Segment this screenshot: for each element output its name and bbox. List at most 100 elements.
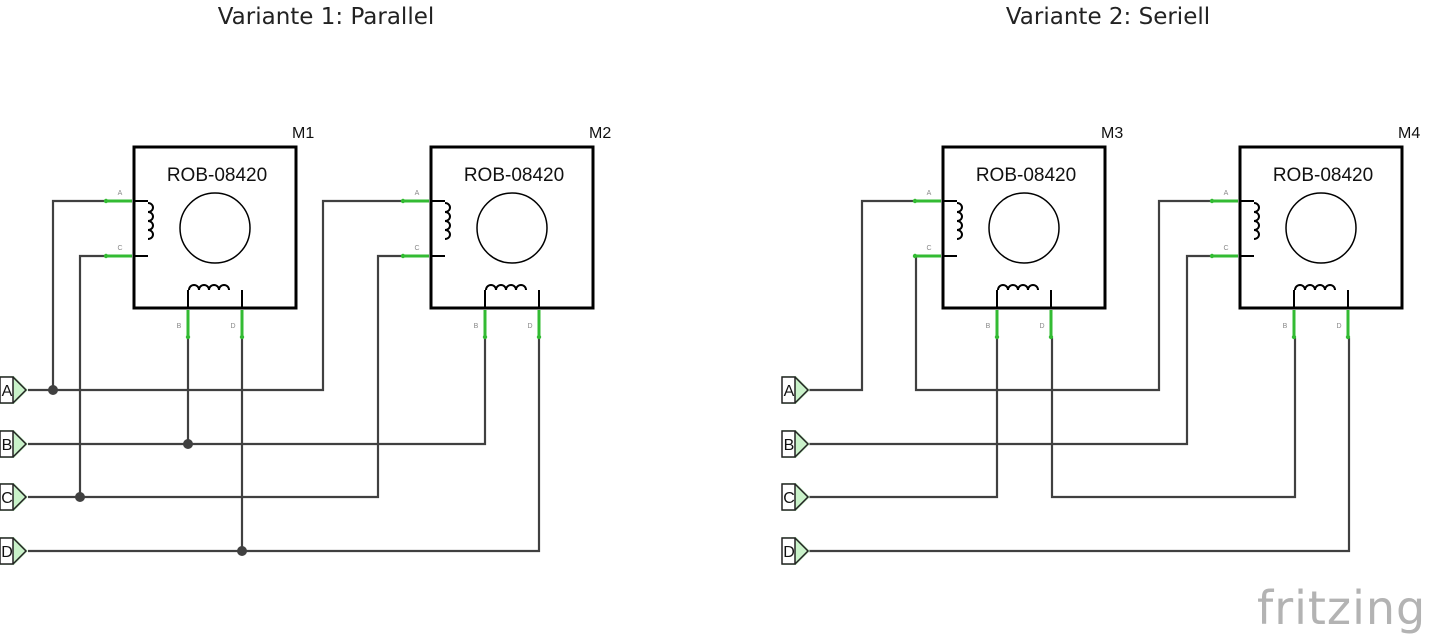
port-label: D <box>783 544 795 561</box>
pin-c[interactable]: C <box>103 245 132 259</box>
wires-serial <box>808 199 1351 553</box>
port-arrow <box>794 537 810 565</box>
motor-ref: M2 <box>589 125 611 142</box>
rotor-icon <box>988 192 1060 264</box>
pin-end <box>912 198 918 204</box>
port-left-2[interactable]: C <box>0 483 28 511</box>
pin-d[interactable]: D <box>230 310 245 340</box>
pin-end <box>400 198 406 204</box>
title-serial: Variante 2: Seriell <box>1006 4 1210 30</box>
pin-label-c: C <box>117 245 122 252</box>
pin-b[interactable]: B <box>474 310 488 340</box>
pin-label-a: A <box>927 190 932 197</box>
port-label: B <box>784 437 795 454</box>
port-right-2[interactable]: C <box>781 483 810 511</box>
port-arrow <box>12 376 28 404</box>
port-left-1[interactable]: B <box>0 430 28 458</box>
pin-label-b: B <box>986 323 991 330</box>
pin-c[interactable]: C <box>400 245 429 259</box>
pin-b[interactable]: B <box>986 310 1000 340</box>
coil-bd-icon <box>996 284 1052 308</box>
pin-label-c: C <box>1223 245 1228 252</box>
fritzing-logo: fritzing <box>1257 581 1426 635</box>
port-arrow <box>794 376 810 404</box>
pin-b[interactable]: B <box>177 310 191 340</box>
port-arrow <box>12 430 28 458</box>
pin-end <box>482 334 488 340</box>
pin-label-b: B <box>1283 323 1288 330</box>
port-label: D <box>1 544 13 561</box>
pin-a[interactable]: A <box>400 190 429 204</box>
port-arrow <box>794 430 810 458</box>
title-parallel: Variante 1: Parallel <box>218 4 435 30</box>
motor-ref: M4 <box>1398 125 1420 142</box>
pin-a[interactable]: A <box>1209 190 1238 204</box>
pin-label-d: D <box>527 323 532 330</box>
rotor-icon <box>179 192 251 264</box>
ports: A B C D A B C D <box>0 376 810 565</box>
pin-end <box>400 253 406 259</box>
port-label: B <box>2 437 13 454</box>
pin-label-a: A <box>415 190 420 197</box>
pin-b[interactable]: B <box>1283 310 1297 340</box>
coil-ac-icon <box>1240 200 1260 257</box>
port-arrow <box>12 537 28 565</box>
pin-end <box>239 334 245 340</box>
pin-end <box>185 334 191 340</box>
port-label: A <box>784 383 795 400</box>
wire-d-to-m4d <box>808 338 1351 553</box>
port-left-0[interactable]: A <box>0 376 28 404</box>
pin-label-b: B <box>474 323 479 330</box>
port-label: A <box>2 383 13 400</box>
wire-c-to-m3b <box>808 338 999 499</box>
port-right-3[interactable]: D <box>781 537 810 565</box>
port-arrow <box>12 483 28 511</box>
pin-end <box>1291 334 1297 340</box>
wire-c-main <box>28 254 402 499</box>
pin-label-b: B <box>177 323 182 330</box>
junction-a <box>48 385 58 395</box>
pin-end <box>1209 198 1215 204</box>
pin-end <box>1209 253 1215 259</box>
motor-body <box>132 145 298 310</box>
port-label: C <box>1 490 13 507</box>
wire-m3d-to-m4b <box>1050 338 1297 499</box>
port-arrow <box>794 483 810 511</box>
pin-end <box>912 253 918 259</box>
wire-c-m1 <box>78 254 105 497</box>
pin-a[interactable]: A <box>103 190 132 204</box>
pin-d[interactable]: D <box>1336 310 1351 340</box>
motor-part-number: ROB-08420 <box>464 165 564 186</box>
wire-d-main <box>28 338 541 553</box>
rotor-icon <box>476 192 548 264</box>
port-right-1[interactable]: B <box>781 430 810 458</box>
coil-bd-icon <box>187 284 243 308</box>
pin-c[interactable]: C <box>1209 245 1238 259</box>
pin-c[interactable]: C <box>912 245 941 259</box>
pin-label-c: C <box>926 245 931 252</box>
port-right-0[interactable]: A <box>781 376 810 404</box>
port-left-3[interactable]: D <box>0 537 28 565</box>
pin-end <box>103 253 109 259</box>
coil-ac-icon <box>431 200 451 257</box>
wire-a-m1 <box>28 199 105 392</box>
pin-a[interactable]: A <box>912 190 941 204</box>
coil-bd-icon <box>1293 284 1349 308</box>
pin-d[interactable]: D <box>1039 310 1054 340</box>
junction-d <box>237 546 247 556</box>
rotor-icon <box>1285 192 1357 264</box>
wire-b-main <box>28 338 487 446</box>
pin-end <box>536 334 542 340</box>
motor-ref: M3 <box>1101 125 1123 142</box>
wire-a-to-m3 <box>808 199 914 392</box>
pin-d[interactable]: D <box>527 310 542 340</box>
pin-label-a: A <box>118 190 123 197</box>
pin-label-c: C <box>414 245 419 252</box>
pin-end <box>103 198 109 204</box>
pin-label-a: A <box>1224 190 1229 197</box>
